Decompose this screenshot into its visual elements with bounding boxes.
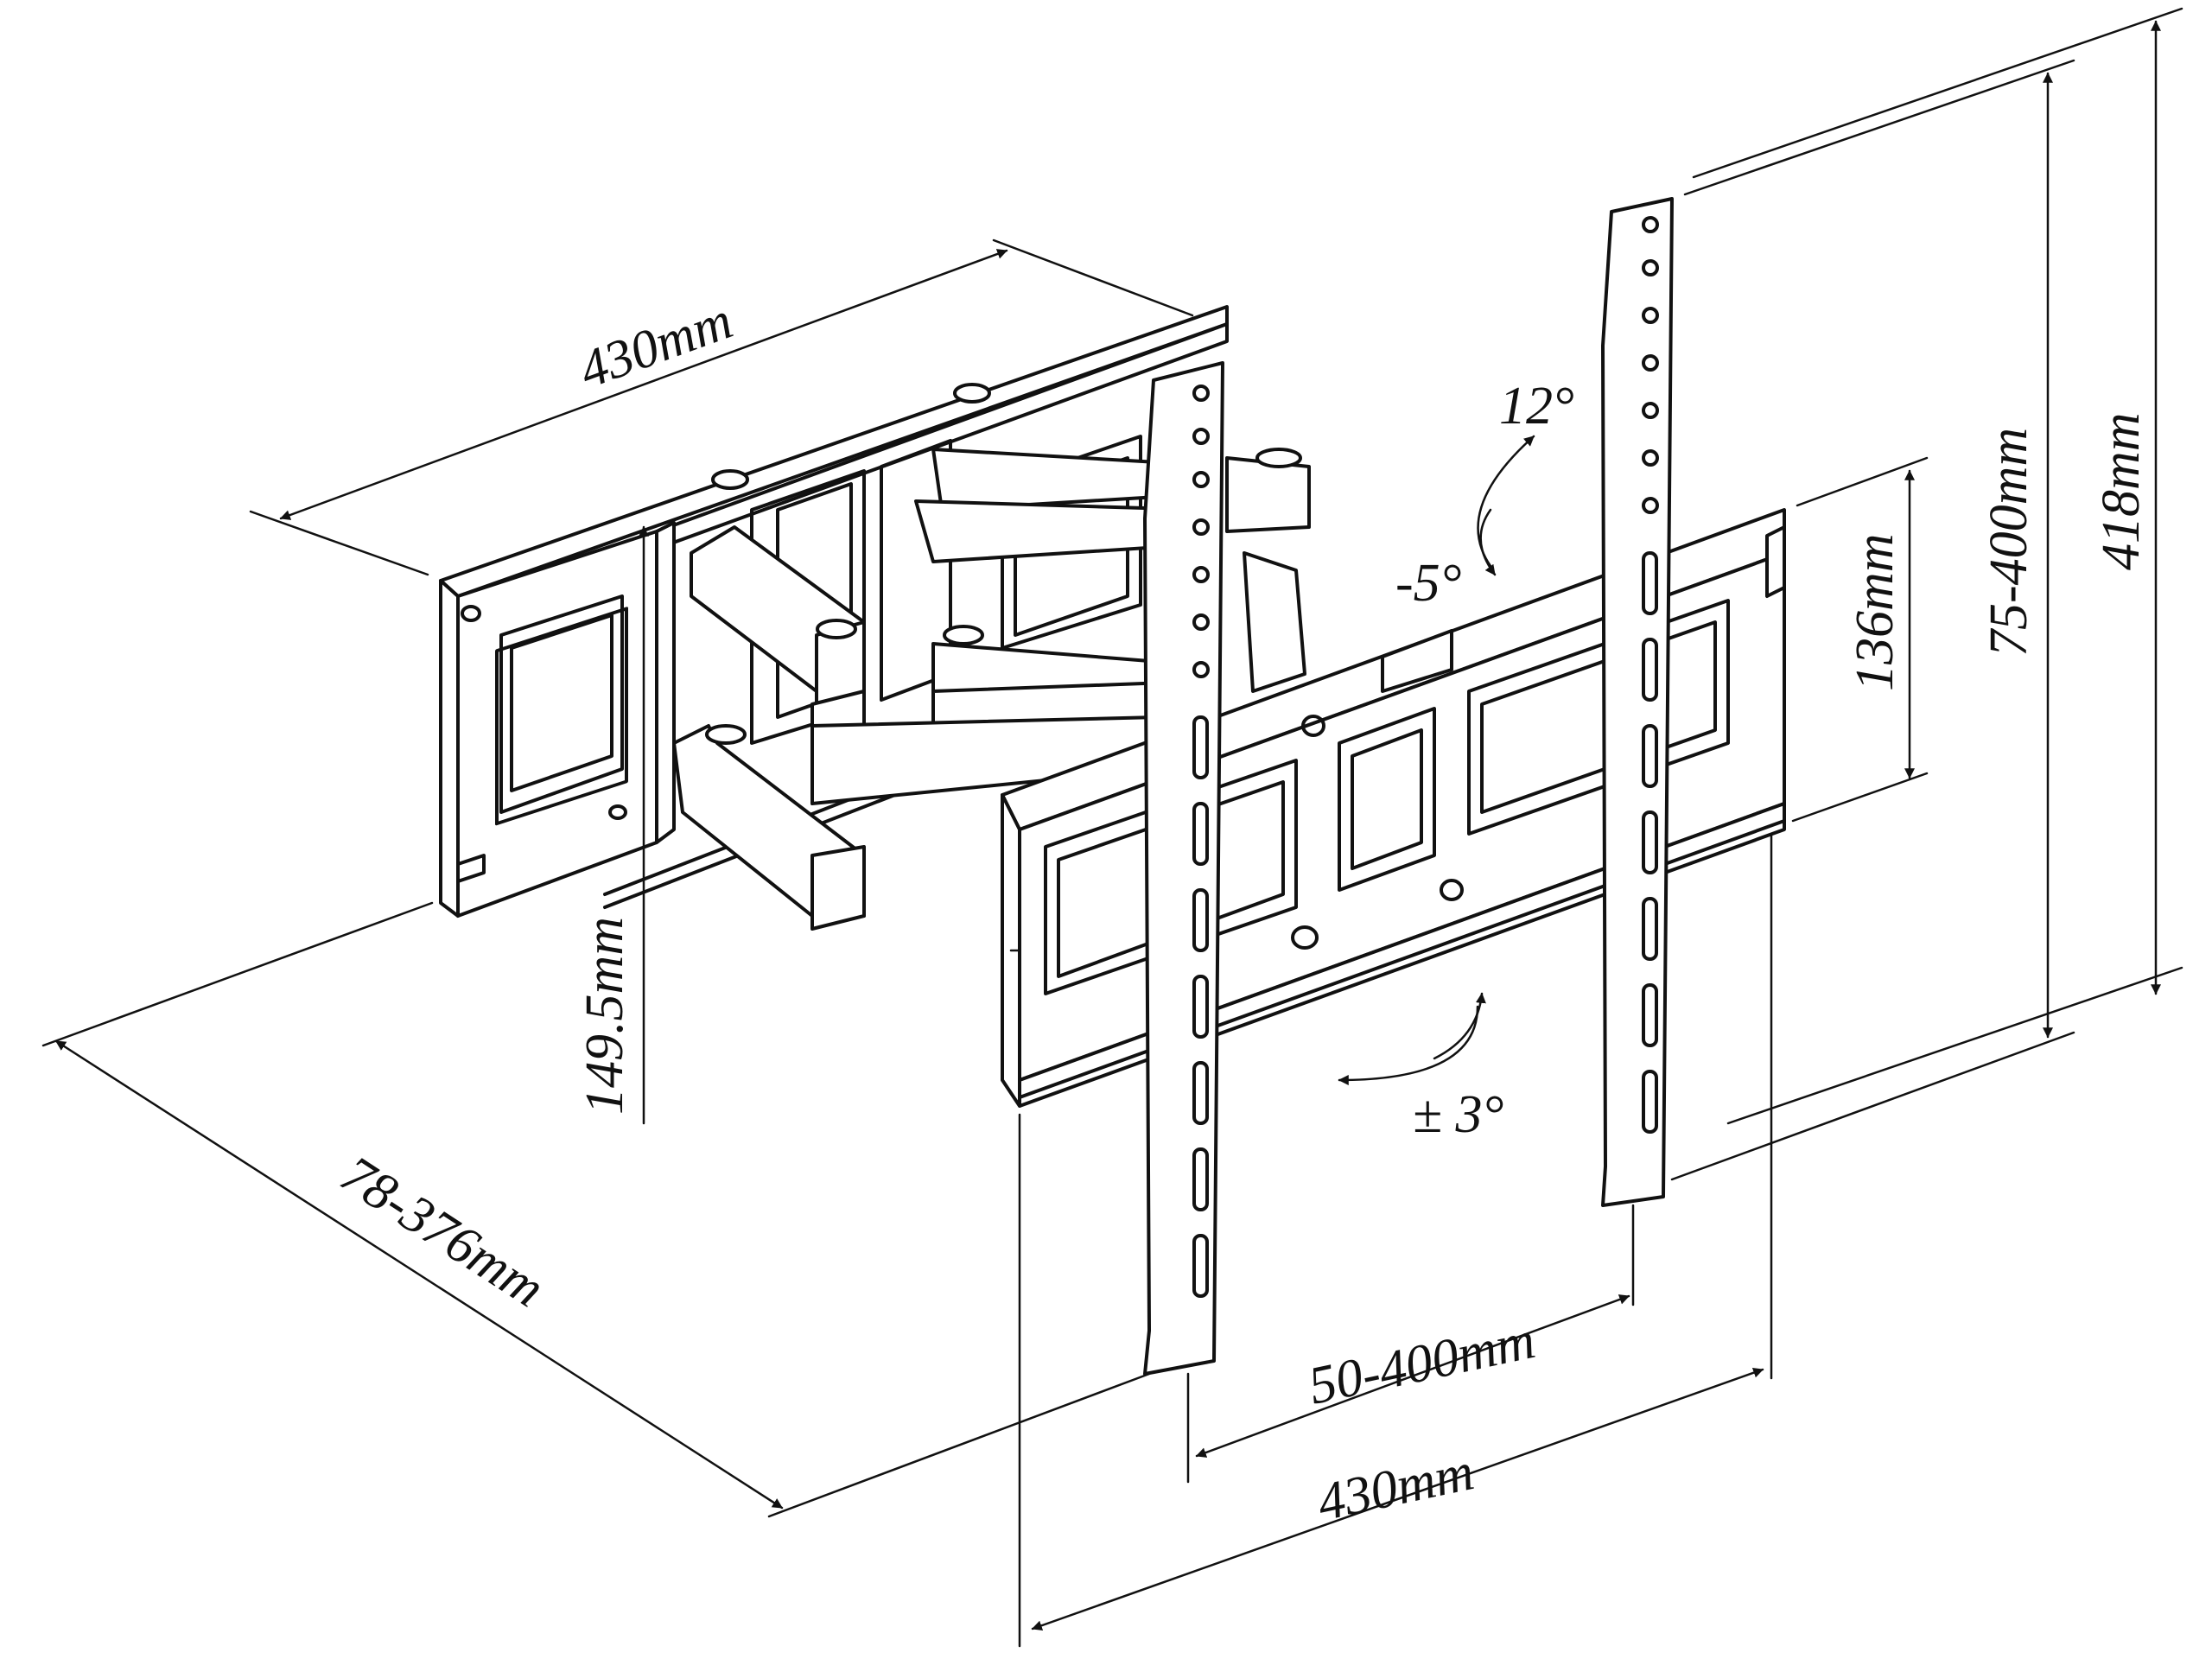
label-vesa-vertical: 136mm — [1846, 533, 1904, 691]
vertical-hangers — [1143, 197, 1674, 1376]
label-swivel: ± 3° — [1413, 1085, 1503, 1144]
label-tilt-down: -5° — [1395, 554, 1461, 613]
right-hanger-holes — [1642, 216, 1659, 1134]
label-wall-plate-width: 430mm — [572, 291, 741, 400]
label-vesa-horizontal: 50-400mm — [1304, 1311, 1541, 1416]
left-hanger-holes — [1192, 385, 1210, 1298]
label-arm-extension: 78-376mm — [330, 1145, 554, 1319]
label-vesa-vertical-range: 75-400mm — [1980, 428, 2038, 657]
label-wall-plate-height: 149.5mm — [575, 917, 634, 1115]
label-tv-bracket-width: 430mm — [1313, 1442, 1479, 1532]
dimension-lines — [41, 7, 2183, 1648]
label-overall-height: 418mm — [2092, 412, 2151, 570]
rotation-arrows — [1338, 435, 1535, 1085]
label-tilt-up: 12° — [1499, 377, 1574, 435]
